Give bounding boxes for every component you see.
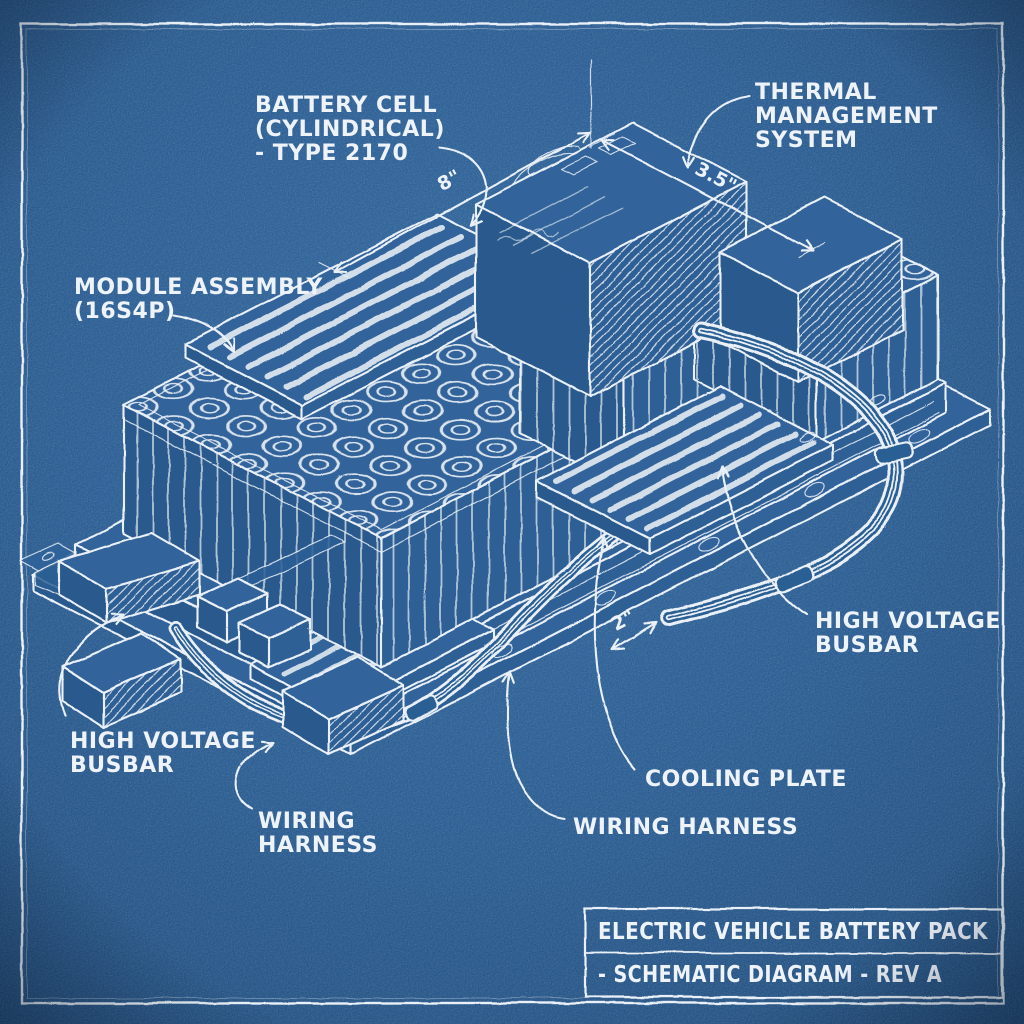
blueprint-canvas: BATTERY CELL (CYLINDRICAL) - TYPE 2170 T… <box>0 0 1024 1024</box>
vignette-overlay <box>0 0 1024 1024</box>
blueprint-page: BATTERY CELL (CYLINDRICAL) - TYPE 2170 T… <box>0 0 1024 1024</box>
